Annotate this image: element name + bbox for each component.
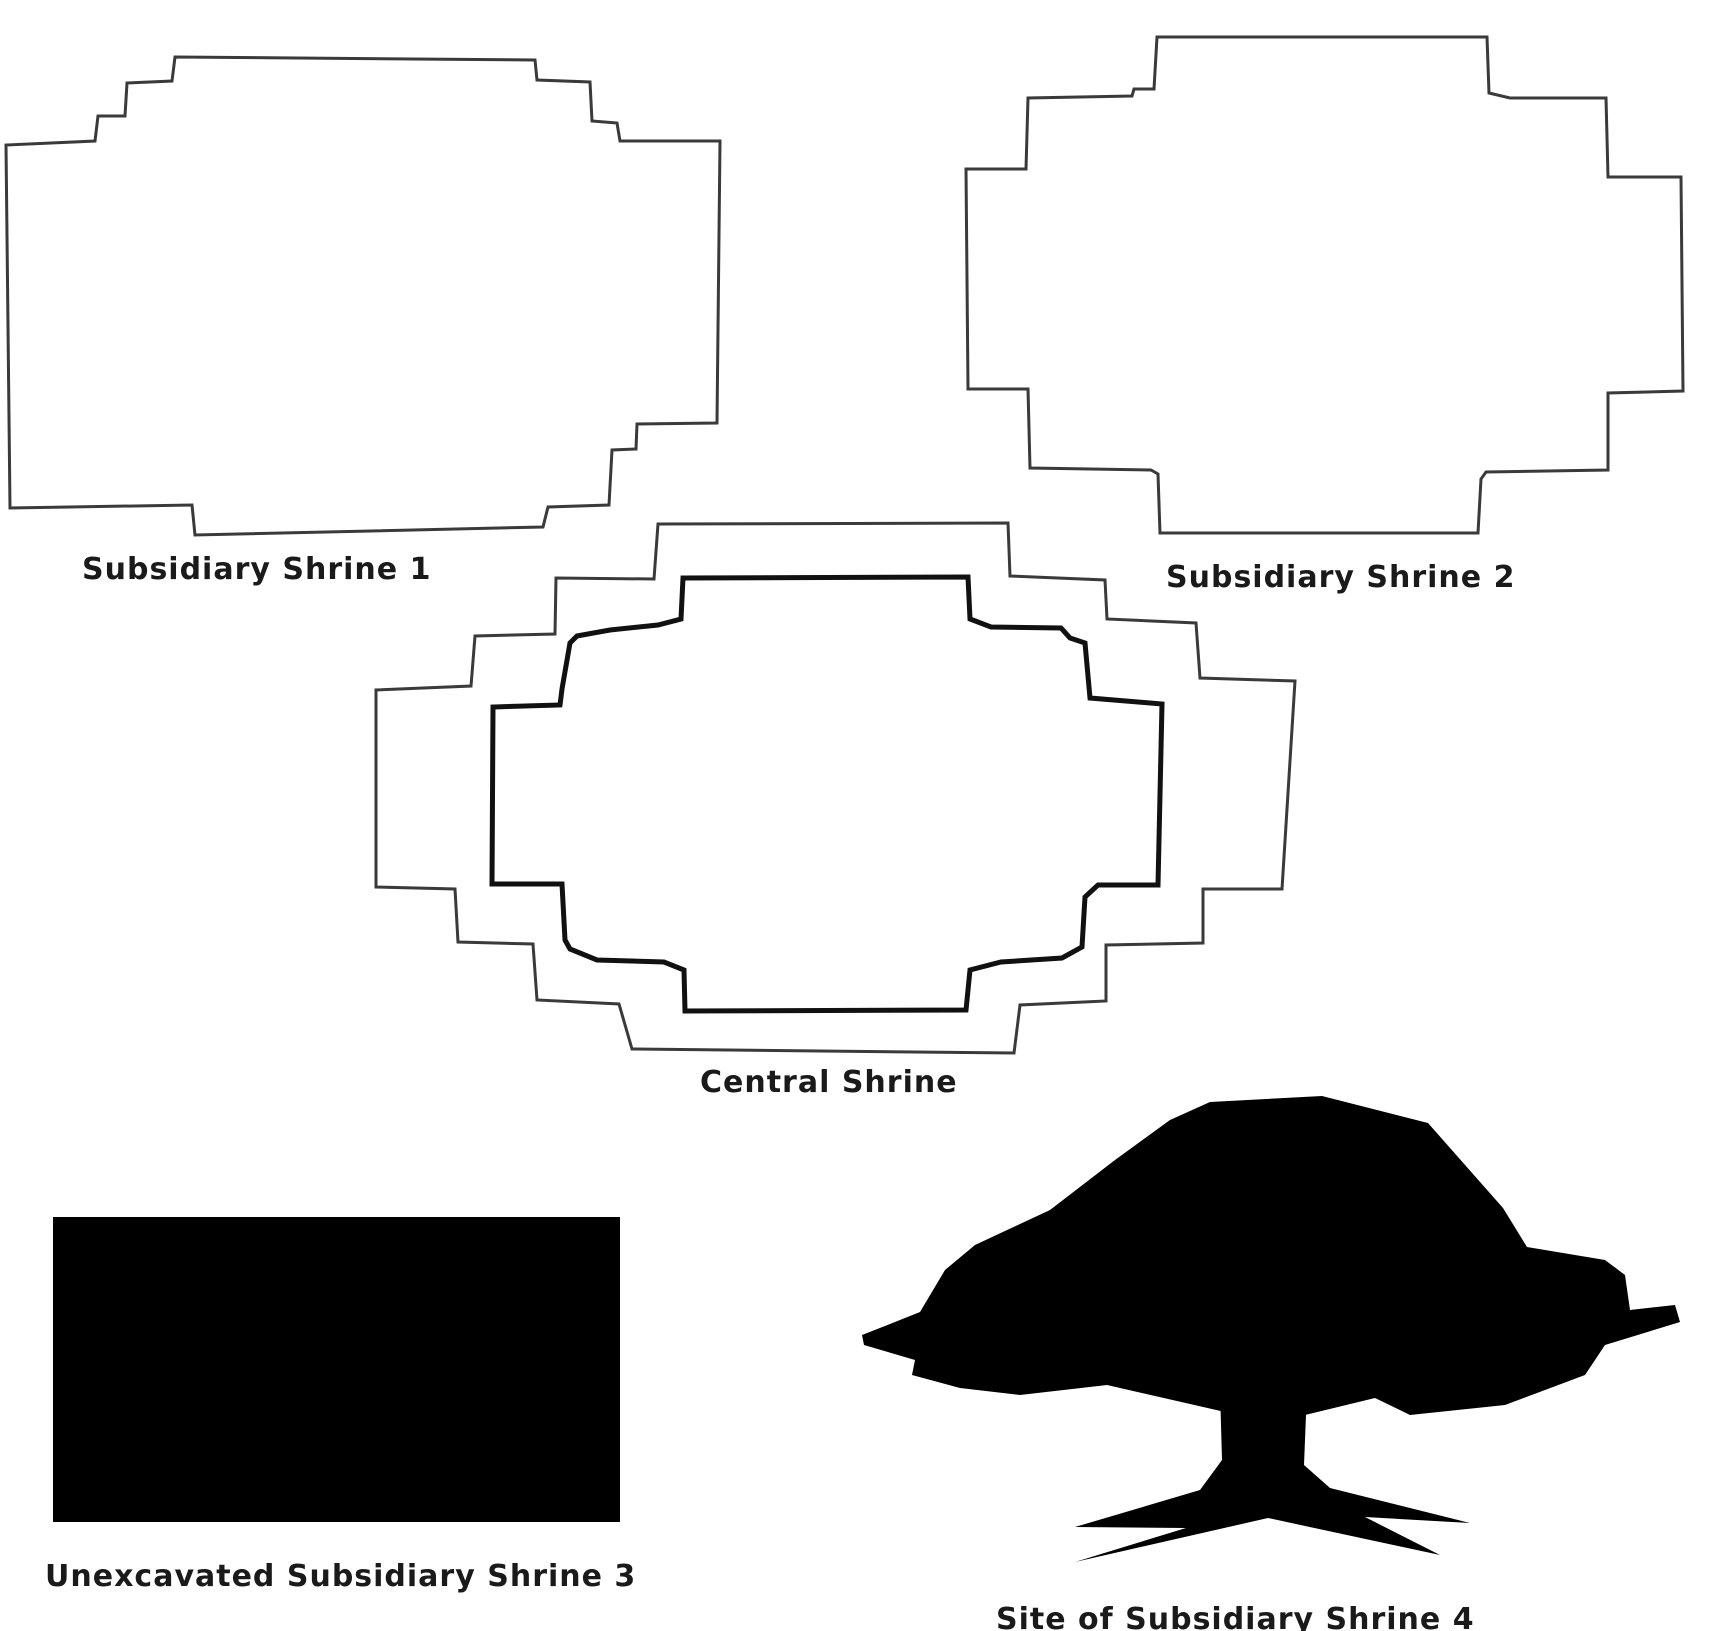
tree-icon (862, 1096, 1680, 1562)
subsidiary-shrine-2: Subsidiary Shrine 2 (964, 35, 1685, 595)
central-shrine-outer-wall (374, 521, 1297, 1055)
tree-trunk-and-roots (1075, 1390, 1470, 1562)
tree-canopy (862, 1096, 1680, 1420)
central-shrine-inner-wall (489, 574, 1165, 1014)
subsidiary-shrine-3-block (53, 1217, 620, 1522)
central-shrine-label: Central Shrine (700, 1065, 958, 1100)
subsidiary-shrine-3-label: Unexcavated Subsidiary Shrine 3 (45, 1559, 636, 1594)
subsidiary-shrine-4-label: Site of Subsidiary Shrine 4 (996, 1602, 1475, 1631)
subsidiary-shrine-1-label: Subsidiary Shrine 1 (82, 552, 431, 587)
subsidiary-shrine-2-outline (964, 35, 1685, 535)
subsidiary-shrine-1: Subsidiary Shrine 1 (4, 55, 722, 587)
site-of-subsidiary-shrine-4: Site of Subsidiary Shrine 4 (862, 1096, 1680, 1631)
unexcavated-subsidiary-shrine-3: Unexcavated Subsidiary Shrine 3 (45, 1217, 636, 1594)
central-shrine: Central Shrine (374, 521, 1297, 1100)
subsidiary-shrine-2-label: Subsidiary Shrine 2 (1166, 560, 1515, 595)
subsidiary-shrine-1-outline (4, 55, 722, 537)
